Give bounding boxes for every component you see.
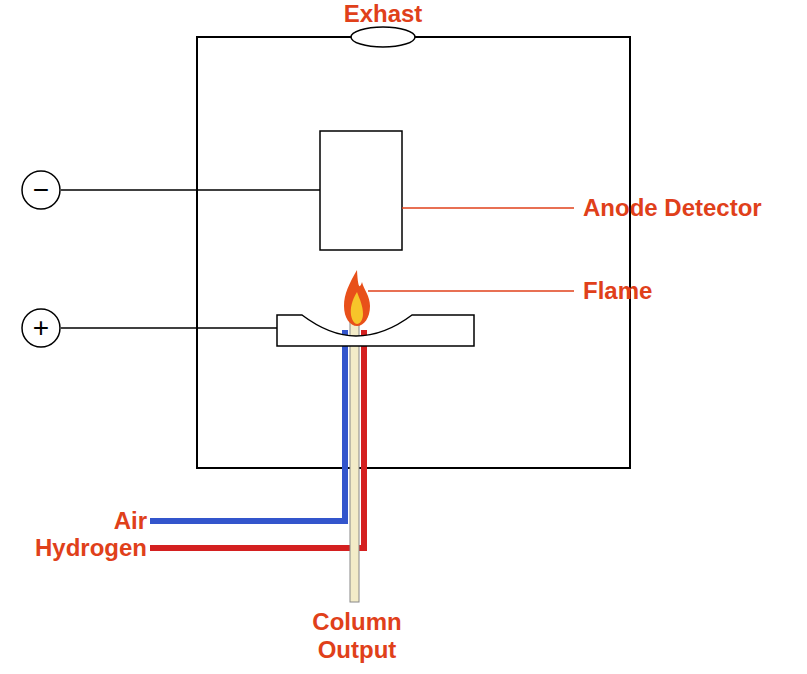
terminal-circle: −	[21, 170, 61, 210]
flame-core	[351, 292, 363, 324]
part-label: Column Output	[297, 608, 417, 664]
wire	[61, 327, 277, 329]
part-label: Hydrogen	[35, 534, 147, 562]
air-tube	[150, 330, 345, 521]
terminal-circle: +	[21, 308, 61, 348]
column-tube	[350, 322, 359, 602]
part-label: Flame	[583, 277, 652, 305]
leader-line	[402, 207, 574, 209]
leader-line	[368, 290, 574, 292]
detector-housing	[197, 37, 630, 468]
anode-detector	[320, 131, 402, 250]
wire	[61, 189, 320, 191]
hydrogen-tube	[150, 330, 364, 548]
exhaust-port	[351, 27, 415, 47]
terminal-sign: +	[21, 308, 61, 348]
terminal-sign: −	[21, 170, 61, 210]
part-label: Anode Detector	[583, 194, 762, 222]
burner-jet	[277, 315, 474, 346]
part-label: Air	[114, 507, 147, 535]
flame	[344, 270, 370, 326]
part-label: Exhast	[344, 0, 423, 28]
